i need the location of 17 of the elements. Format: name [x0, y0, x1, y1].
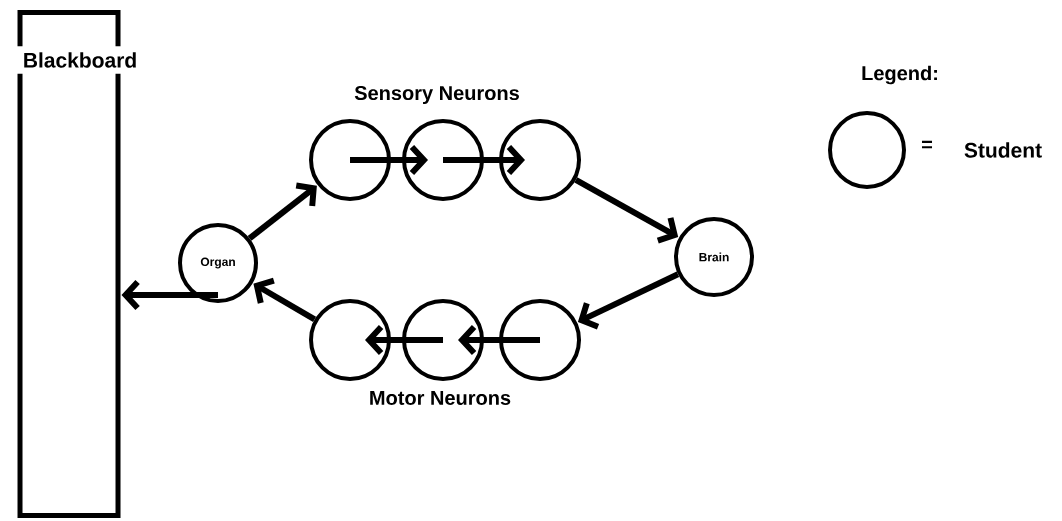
arrow [577, 271, 680, 330]
student-circle [402, 119, 484, 201]
blackboard: Blackboard [16, 10, 144, 518]
arrow [247, 182, 317, 241]
equals-sign: = [922, 140, 932, 149]
student-circle [309, 119, 391, 201]
student-circle [499, 299, 581, 381]
student-circle [309, 299, 391, 381]
student-circle [499, 119, 581, 201]
student-circle [402, 299, 484, 381]
arrow [253, 277, 317, 322]
group-label: Motor Neurons [370, 391, 511, 405]
group-label: Sensory Neurons [354, 85, 519, 105]
arrow [443, 144, 525, 176]
arrow [121, 279, 218, 311]
arrow [574, 177, 679, 244]
legend-title: Legend: [862, 65, 937, 85]
